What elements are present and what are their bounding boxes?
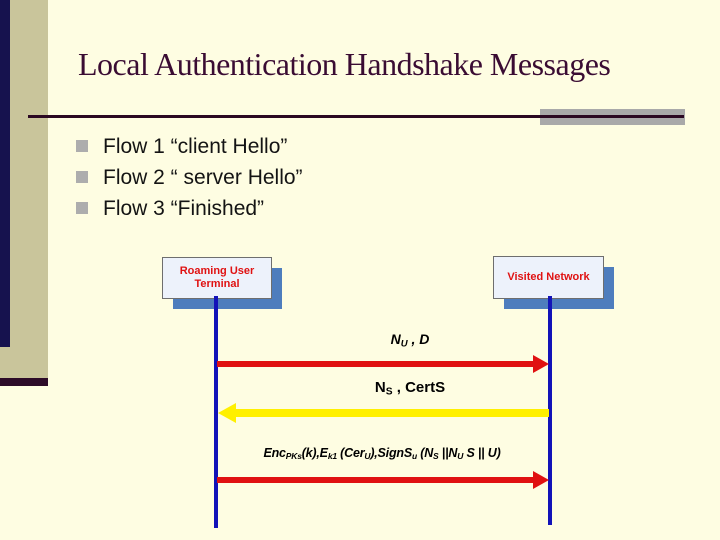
actor-label-line1: Visited Network bbox=[507, 271, 590, 283]
title-rule bbox=[28, 115, 684, 118]
bullet-square-icon bbox=[76, 171, 88, 183]
arrow-head-right-icon bbox=[533, 471, 549, 489]
message-label-flow2: NS , CertS bbox=[374, 379, 446, 398]
bullet-text: Flow 3 “Finished” bbox=[103, 197, 265, 220]
bullet-item-flow1: Flow 1 “client Hello” bbox=[76, 132, 303, 163]
visited-network-box: Visited Network bbox=[493, 256, 604, 299]
message-label-flow3: EncPKs(k),Ek1 (CerU),SignSu (NS ||NU S |… bbox=[263, 446, 501, 462]
arrow-head-left-icon bbox=[218, 403, 236, 423]
actor-label-line1: Roaming User bbox=[179, 265, 255, 277]
bullet-item-flow2: Flow 2 “ server Hello” bbox=[76, 163, 303, 194]
bullet-list: Flow 1 “client Hello” Flow 2 “ server He… bbox=[76, 132, 303, 225]
roaming-user-terminal-box: Roaming User Terminal bbox=[162, 257, 272, 299]
bullet-text: Flow 1 “client Hello” bbox=[103, 135, 288, 158]
arrow-head-right-icon bbox=[533, 355, 549, 373]
bullet-square-icon bbox=[76, 202, 88, 214]
arrow-shaft bbox=[236, 409, 549, 417]
slide-title: Local Authentication Handshake Messages bbox=[78, 46, 611, 82]
actor-label-line2: Terminal bbox=[194, 278, 240, 290]
bullet-text: Flow 2 “ server Hello” bbox=[103, 166, 303, 189]
left-band-end-bar bbox=[0, 378, 48, 386]
flow1-arrow-right bbox=[217, 355, 549, 373]
bullet-item-flow3: Flow 3 “Finished” bbox=[76, 194, 303, 225]
flow2-arrow-left bbox=[218, 403, 549, 423]
left-navy-strip bbox=[0, 0, 10, 347]
flow3-arrow-right bbox=[217, 471, 549, 489]
arrow-shaft bbox=[217, 477, 533, 483]
lifeline-visited-network bbox=[548, 296, 552, 525]
bullet-square-icon bbox=[76, 140, 88, 152]
lifeline-roaming-user bbox=[214, 296, 218, 528]
arrow-shaft bbox=[217, 361, 533, 367]
message-label-flow1: NU , D bbox=[390, 331, 430, 350]
